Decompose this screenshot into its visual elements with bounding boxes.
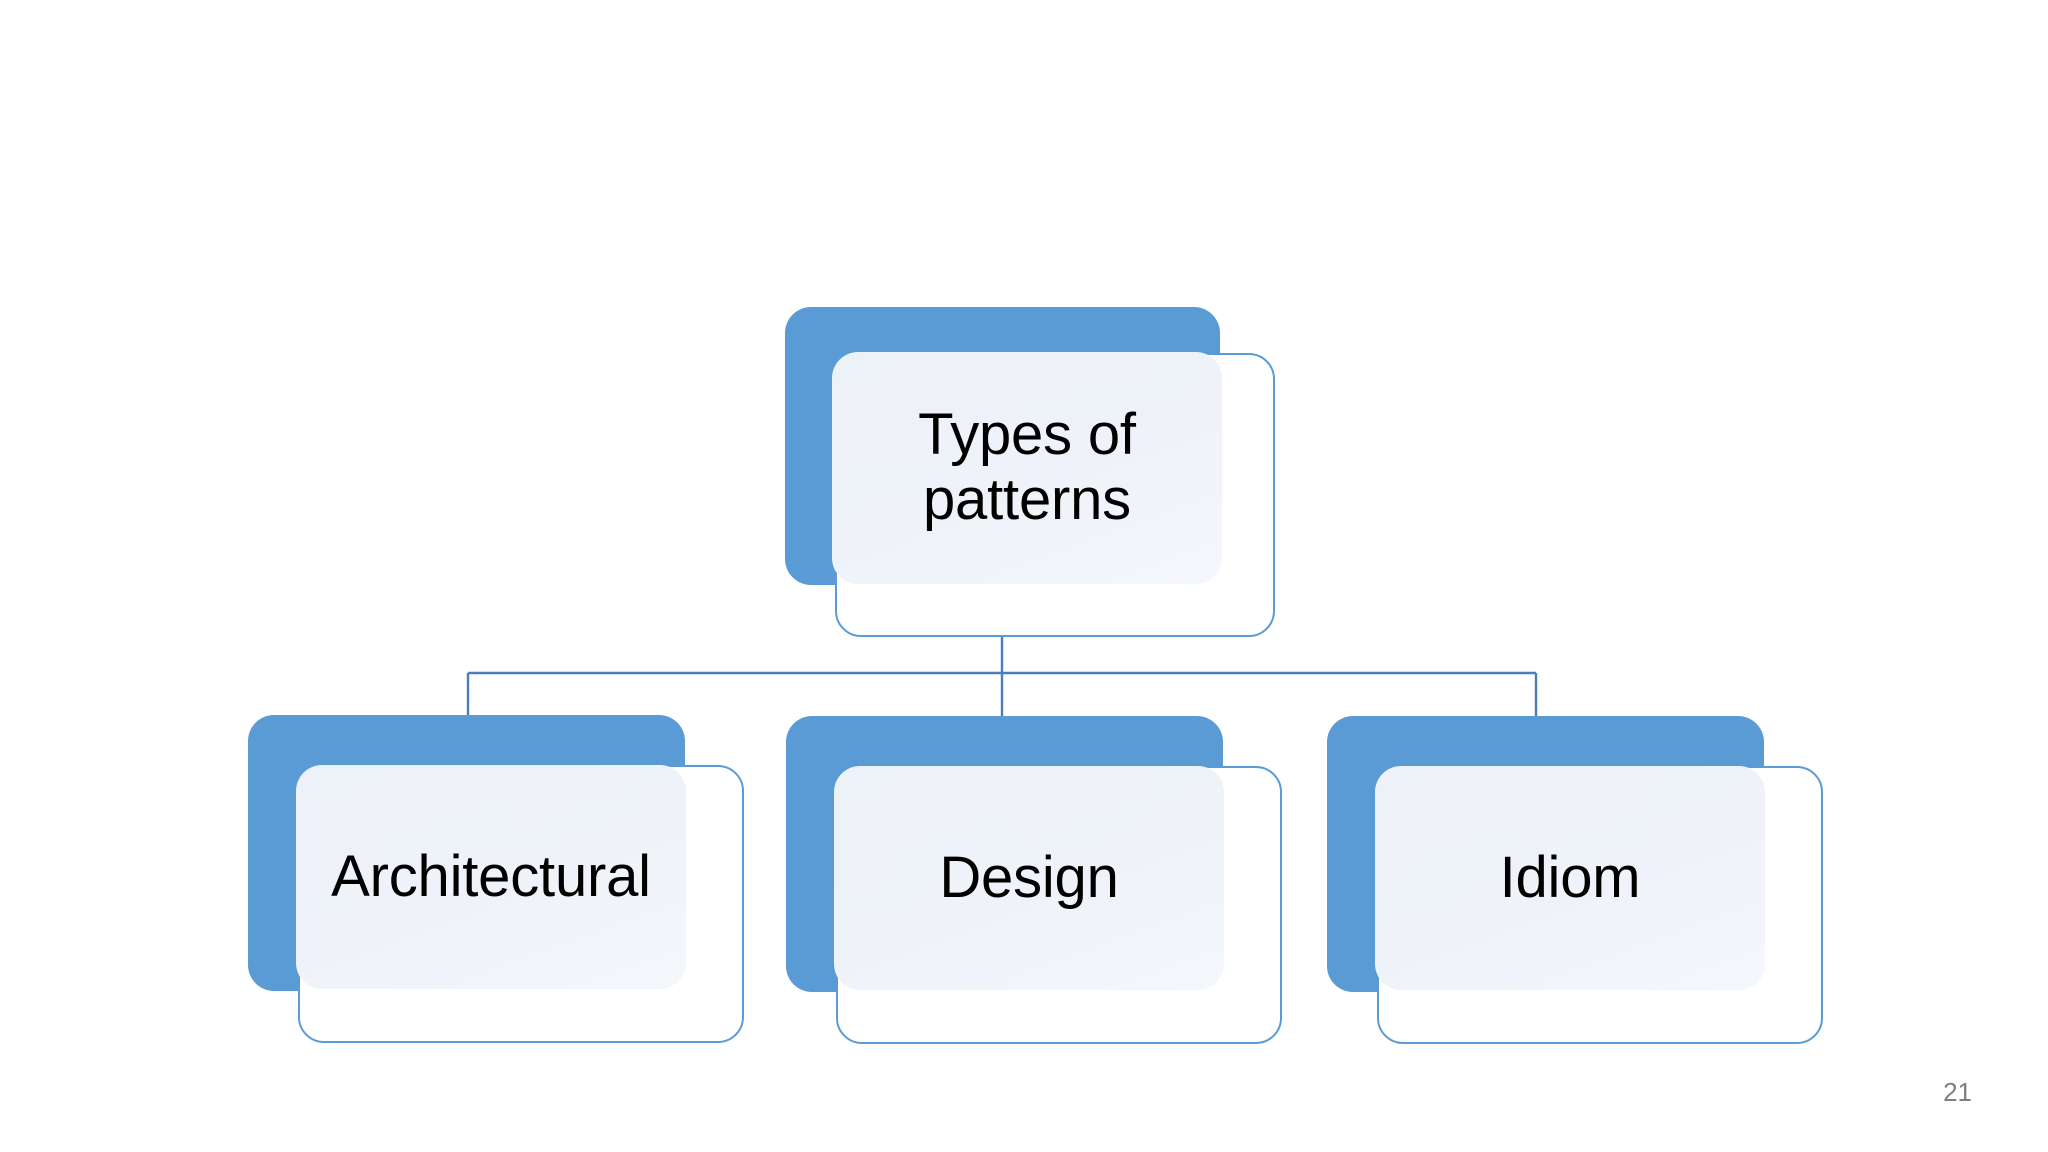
node-label: Design <box>939 844 1119 910</box>
node-front-shape: Design <box>834 766 1224 990</box>
node-label: Idiom <box>1499 844 1641 910</box>
node-label: Architectural <box>331 843 651 909</box>
node-front-shape: Types of patterns <box>832 352 1222 584</box>
node-design[interactable]: Design <box>786 716 1282 1044</box>
node-label: Types of patterns <box>918 402 1136 532</box>
node-architectural[interactable]: Architectural <box>248 715 744 1043</box>
node-idiom[interactable]: Idiom <box>1327 716 1823 1044</box>
node-types-of-patterns[interactable]: Types of patterns <box>785 307 1275 637</box>
node-front-shape: Architectural <box>296 765 686 989</box>
node-front-shape: Idiom <box>1375 766 1765 990</box>
page-number: 21 <box>1943 1077 1972 1107</box>
